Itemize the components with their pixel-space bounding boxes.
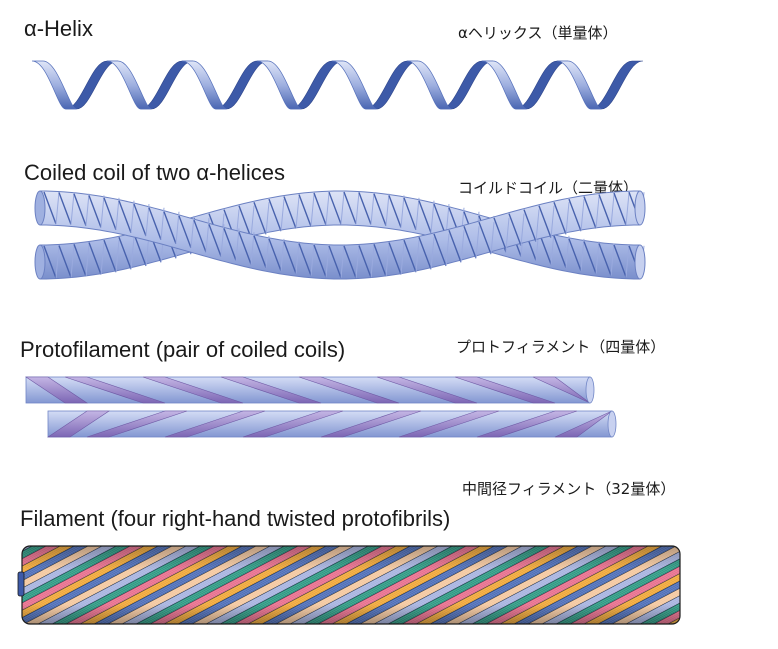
filament-label-jp: 中間径フィラメント（32量体） [462, 480, 676, 498]
filament-strand [710, 546, 778, 624]
filament-strand [696, 546, 778, 624]
alpha-helix-ribbon [31, 60, 644, 110]
helix-front-turn [106, 60, 152, 110]
helix-back-turn [365, 60, 419, 110]
alpha-helix-label-jp: αヘリックス（単量体） [458, 24, 618, 42]
filament-strand [682, 546, 778, 624]
filament-label: Filament (four right-hand twisted protof… [20, 506, 451, 531]
helix-front-turn [181, 60, 227, 110]
helix-back-turn [440, 60, 494, 110]
filament-strand [738, 546, 778, 624]
filament-strand [0, 546, 4, 624]
filament-strand [667, 546, 680, 624]
helix-back-turn [290, 60, 344, 110]
filament-strand [724, 546, 778, 624]
helix-tube-a [34, 190, 646, 280]
helix-front-turn [556, 60, 602, 110]
helix-front-turn [406, 60, 452, 110]
helix-back-turn [140, 60, 194, 110]
filament-strand [752, 546, 778, 624]
helix-front-turn [331, 60, 377, 110]
protofilament-rod-lower [47, 410, 617, 438]
coiled-coil-label: Coiled coil of two α-helices [24, 160, 285, 185]
helix-front-turn [256, 60, 302, 110]
helix-back-turn [515, 60, 569, 110]
filament-strand [0, 546, 18, 624]
protofilament-label: Protofilament (pair of coiled coils) [20, 337, 346, 362]
helix-back-turn [215, 60, 269, 110]
helix-back-turn [65, 60, 119, 110]
filament-cable [0, 545, 778, 625]
alpha-helix-label: α-Helix [24, 16, 93, 41]
coiled-coil-label-jp: コイルドコイル（二量体） [458, 179, 639, 197]
protofilament-label-jp: プロトフィラメント（四量体） [456, 338, 666, 356]
coiled-coil-tubes [34, 190, 646, 280]
helix-front-turn [31, 60, 77, 110]
helix-front-turn [481, 60, 527, 110]
filament-end-cap [17, 571, 25, 597]
protofilament-rod-upper [25, 376, 595, 404]
protofilament-rods [25, 376, 617, 438]
helix-back-turn [590, 60, 644, 110]
